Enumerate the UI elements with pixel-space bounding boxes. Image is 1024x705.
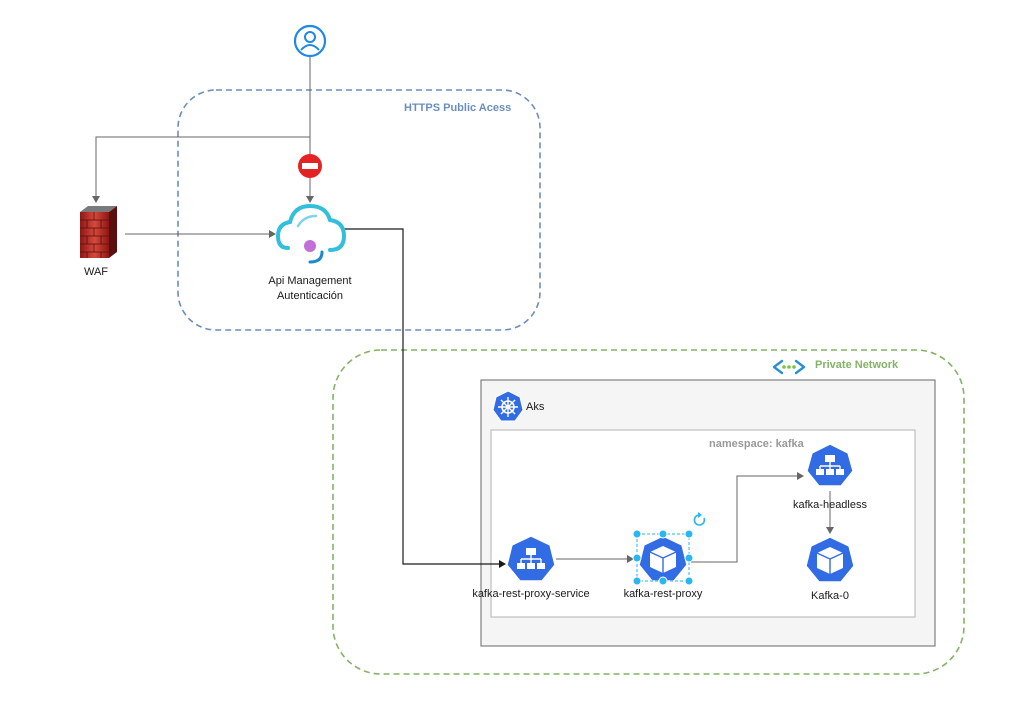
kubernetes-service-icon[interactable] — [806, 443, 854, 487]
edge-apim-to-service[interactable] — [344, 228, 506, 568]
aks-label: Aks — [526, 401, 545, 413]
kafka-headless-label: kafka-headless — [793, 499, 867, 511]
kubernetes-service-icon[interactable] — [506, 535, 556, 582]
private-network-group[interactable] — [332, 349, 965, 675]
https-group-label: HTTPS Public Acess — [404, 102, 512, 114]
private-network-icon — [772, 359, 806, 375]
api-management-icon[interactable] — [275, 203, 347, 264]
block-icon[interactable] — [298, 154, 322, 178]
edge-user-to-waf[interactable] — [92, 57, 311, 203]
apim-label-line2: Autenticación — [276, 290, 344, 302]
selection-handles[interactable] — [632, 529, 694, 586]
kubernetes-icon — [492, 390, 524, 422]
kafka-rest-proxy-service-label: kafka-rest-proxy-service — [472, 588, 590, 600]
edge-proxy-to-headless[interactable] — [691, 472, 804, 563]
kafka-rest-proxy-label: kafka-rest-proxy — [623, 588, 703, 600]
user-icon[interactable] — [293, 24, 327, 58]
private-network-label: Private Network — [815, 359, 899, 371]
firewall-icon[interactable] — [80, 206, 117, 258]
https-public-access-group[interactable] — [177, 89, 541, 331]
waf-label: WAF — [83, 266, 109, 278]
rotate-handle-icon[interactable] — [693, 512, 706, 526]
kubernetes-pod-icon[interactable] — [805, 536, 855, 583]
kubernetes-pod-icon[interactable] — [638, 535, 688, 582]
namespace-label: namespace: kafka — [709, 438, 804, 450]
apim-label-line1: Api Management — [268, 275, 352, 287]
kafka-0-label: Kafka-0 — [811, 590, 849, 602]
